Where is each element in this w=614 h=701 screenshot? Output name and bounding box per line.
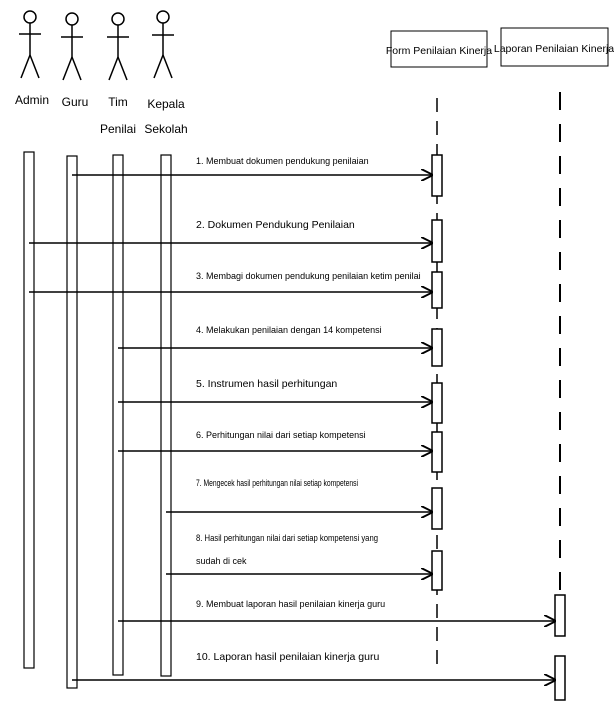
message-label: 6. Perhitungan nilai dari setiap kompete… — [196, 430, 366, 440]
actor-tim-penilai-label-line2: Penilai — [100, 122, 136, 136]
activation-bar-admin — [23, 151, 35, 669]
stick-figure-icon — [19, 10, 41, 79]
message-8: 8. Hasil perhitungan nilai dari setiap k… — [166, 533, 432, 574]
actor-kepala-sekolah-label-line1: Kepala — [147, 97, 185, 111]
message-5: 5. Instrumen hasil perhitungan — [118, 378, 432, 402]
activation-bar-guru — [66, 155, 78, 689]
message-label: 2. Dokumen Pendukung Penilaian — [196, 219, 355, 231]
message-label: 1. Membuat dokumen pendukung penilaian — [196, 156, 369, 166]
message-label: 10. Laporan hasil penilaian kinerja guru — [196, 651, 379, 663]
object-laporan-label: Laporan Penilaian Kinerja — [494, 43, 614, 55]
actor-tim-penilai-label-line1: Tim — [108, 95, 128, 109]
actor-guru: Guru — [61, 12, 89, 689]
activation-box — [554, 594, 566, 637]
laporan-activations — [554, 594, 566, 701]
stick-figure-icon — [107, 12, 129, 81]
object-laporan-box — [500, 27, 609, 67]
message-10: 10. Laporan hasil penilaian kinerja guru — [72, 651, 555, 680]
message-label: 3. Membagi dokumen pendukung penilaian k… — [196, 271, 421, 281]
actor-admin-label: Admin — [15, 93, 49, 107]
actor-kepala-sekolah: Kepala Sekolah — [144, 10, 188, 677]
activation-box — [431, 487, 443, 530]
message-label-line1: 8. Hasil perhitungan nilai dari setiap k… — [196, 533, 378, 543]
message-3: 3. Membagi dokumen pendukung penilaian k… — [29, 271, 432, 292]
object-form-label: Form Penilaian Kinerja — [386, 45, 492, 57]
message-7: 7. Mengecek hasil perhitungan nilai seti… — [166, 478, 432, 512]
activation-box — [431, 154, 443, 197]
form-activations — [431, 154, 443, 591]
messages: 1. Membuat dokumen pendukung penilaian 2… — [29, 156, 555, 680]
activation-bar-kepala-sekolah — [160, 154, 172, 677]
message-label: 7. Mengecek hasil perhitungan nilai seti… — [196, 478, 358, 488]
stick-figure-icon — [61, 12, 83, 81]
message-label: 5. Instrumen hasil perhitungan — [196, 378, 337, 390]
activation-box — [554, 655, 566, 701]
message-label: 4. Melakukan penilaian dengan 14 kompete… — [196, 325, 382, 335]
message-9: 9. Membuat laporan hasil penilaian kiner… — [118, 599, 555, 621]
object-laporan-penilaian-kinerja: Laporan Penilaian Kinerja — [494, 27, 614, 598]
stick-figure-icon — [152, 10, 174, 79]
message-label: 9. Membuat laporan hasil penilaian kiner… — [196, 599, 385, 609]
message-2: 2. Dokumen Pendukung Penilaian — [29, 219, 432, 243]
activation-box — [431, 271, 443, 309]
activation-box — [431, 219, 443, 263]
actor-tim-penilai: Tim Penilai — [100, 12, 136, 676]
actor-kepala-sekolah-label-line2: Sekolah — [144, 122, 187, 136]
object-form-box — [390, 30, 488, 68]
message-4: 4. Melakukan penilaian dengan 14 kompete… — [118, 325, 432, 348]
activation-box — [431, 328, 443, 367]
activation-box — [431, 382, 443, 424]
message-label-line2: sudah di cek — [196, 556, 247, 566]
activation-bar-tim-penilai — [112, 154, 124, 676]
actor-guru-label: Guru — [62, 95, 89, 109]
message-6: 6. Perhitungan nilai dari setiap kompete… — [118, 430, 432, 451]
message-1: 1. Membuat dokumen pendukung penilaian — [72, 156, 432, 175]
activation-box — [431, 431, 443, 473]
activation-box — [431, 550, 443, 591]
actor-admin: Admin — [15, 10, 49, 669]
